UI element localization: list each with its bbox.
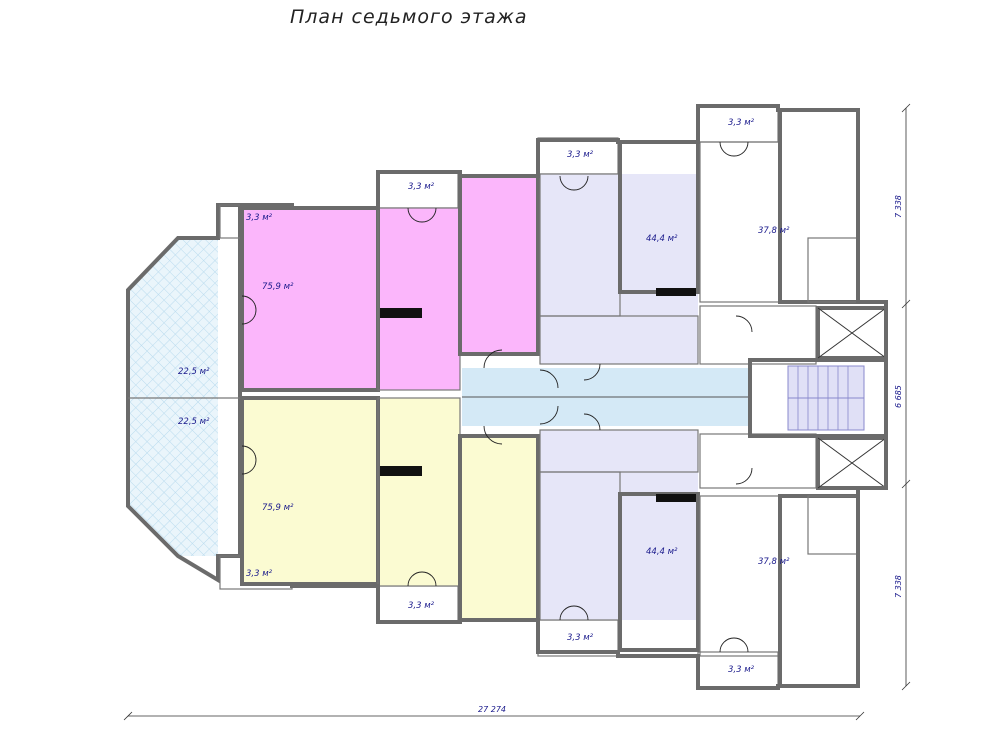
doors [241, 141, 753, 653]
plan-title: План седьмого этажа [290, 6, 528, 28]
apartment-blue-bottom [699, 494, 860, 688]
stairwell [748, 306, 888, 490]
lavender-top-area-label: 44,4 м² [646, 234, 678, 244]
terrace [126, 203, 242, 584]
right-top-dimension: 7 338 [894, 195, 903, 218]
apartment-blue-top [699, 108, 860, 304]
apartment-lavender-top [539, 140, 700, 365]
apartment-pink [240, 174, 540, 392]
blue-top-area-label: 37,8 м² [758, 226, 790, 236]
yellow-area-label: 75,9 м² [262, 503, 294, 513]
right-bottom-dimension: 7 338 [894, 575, 903, 598]
balcony-label-2: 3,3 м² [246, 569, 273, 579]
balcony-label-4: 3,3 м² [408, 601, 435, 611]
balcony-label-1: 3,3 м² [246, 213, 273, 223]
right-middle-dimension: 6 685 [894, 385, 903, 408]
blue-bottom-area-label: 37,8 м² [758, 557, 790, 567]
terrace-top-area-label: 22,5 м² [178, 367, 210, 377]
balcony-label-8: 3,3 м² [728, 665, 755, 675]
balcony-label-7: 3,3 м² [728, 118, 755, 128]
total-width-dimension: 27 274 [478, 705, 506, 714]
apartment-yellow [240, 396, 540, 622]
dimension-lines [123, 103, 911, 721]
lavender-bottom-area-label: 44,4 м² [646, 547, 678, 557]
corridor [462, 305, 817, 489]
terrace-bottom-area-label: 22,5 м² [178, 417, 210, 427]
apartment-lavender-bottom [539, 429, 700, 652]
outer-walls [240, 104, 888, 690]
balcony-label-6: 3,3 м² [567, 633, 594, 643]
balcony-label-3: 3,3 м² [408, 182, 435, 192]
pink-area-label: 75,9 м² [262, 282, 294, 292]
balcony-label-5: 3,3 м² [567, 150, 594, 160]
